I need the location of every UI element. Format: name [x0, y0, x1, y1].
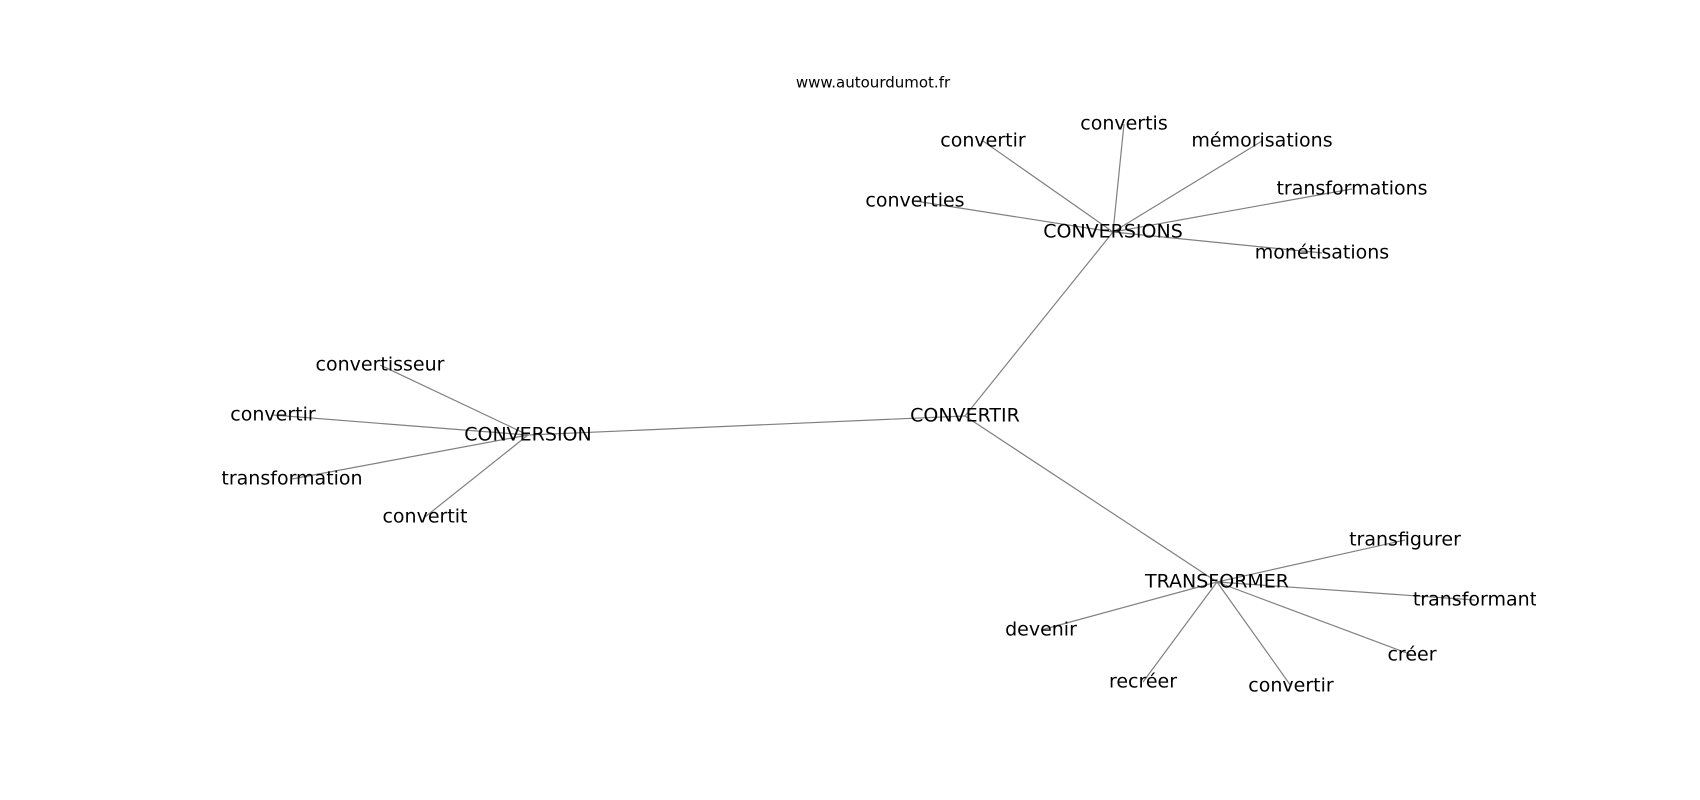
node-conversions-monetisations: monétisations [1255, 242, 1389, 264]
edge-transformer-transfigurer [1216, 539, 1406, 583]
edge-transformer-creer [1216, 581, 1413, 656]
edge-conversion-convertir [272, 414, 529, 436]
edge-transformer-convertir [1216, 581, 1292, 687]
edge-transformer-recreer [1142, 581, 1218, 683]
node-conversions-memorisations: mémorisations [1191, 130, 1332, 152]
edge-conversions-memorisations [1112, 140, 1263, 233]
node-conversions-converties: converties [865, 190, 964, 212]
edge-conversions-converties [914, 200, 1114, 233]
graph-labels: www.autourdumot.fr convertis convertir mém… [221, 74, 1537, 697]
node-conversions-convertis: convertis [1080, 113, 1168, 135]
edge-transformer-devenir [1040, 581, 1218, 631]
edge-conversions-convertir [982, 140, 1114, 233]
edge-transformer-transformant [1216, 581, 1476, 601]
node-conversion-convertisseur: convertisseur [316, 354, 445, 376]
node-center: CONVERTIR [910, 405, 1020, 427]
edge-conversions-transformations [1112, 188, 1353, 233]
edge-center-transformer [964, 415, 1218, 583]
node-hub-conversions: CONVERSIONS [1043, 221, 1183, 243]
right-margin [1536, 0, 1700, 800]
edge-conversion-transformation [291, 434, 529, 480]
edge-center-conversion [527, 415, 966, 436]
node-transformer-devenir: devenir [1005, 619, 1077, 641]
edge-conversion-convertit [424, 434, 529, 518]
node-conversions-convertir: convertir [940, 130, 1026, 152]
node-conversions-transformations: transformations [1276, 178, 1427, 200]
edge-center-conversions [964, 231, 1114, 417]
edge-conversions-monetisations [1112, 231, 1323, 254]
graph-edges [272, 123, 1476, 687]
source-url: www.autourdumot.fr [796, 74, 951, 92]
edge-conversions-convertis [1112, 123, 1125, 233]
node-hub-conversion: CONVERSION [464, 424, 591, 446]
node-conversion-transformation: transformation [221, 468, 362, 490]
node-transformer-creer: créer [1387, 644, 1436, 666]
node-hub-transformer: TRANSFORMER [1144, 571, 1289, 593]
node-transformer-recreer: recréer [1109, 671, 1177, 693]
node-conversion-convertit: convertit [382, 506, 467, 528]
node-transformer-transfigurer: transfigurer [1349, 529, 1461, 551]
node-conversion-convertir: convertir [230, 404, 316, 426]
node-transformer-transformant: transformant [1413, 589, 1537, 611]
node-transformer-convertir: convertir [1248, 675, 1334, 697]
edge-conversion-convertisseur [379, 364, 529, 436]
